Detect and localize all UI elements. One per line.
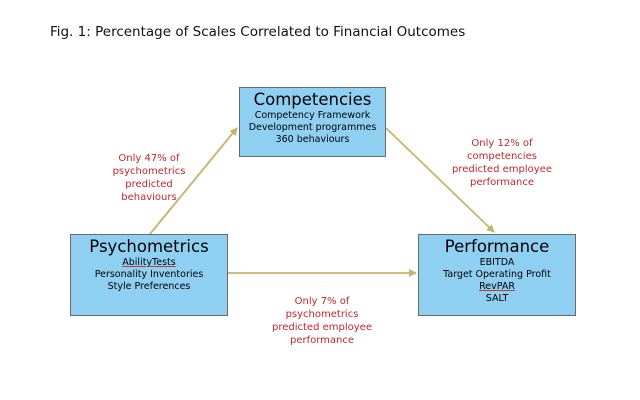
note-line: behaviours bbox=[121, 192, 177, 203]
psychometrics-line: AbilityTests bbox=[122, 257, 176, 268]
performance-node: Performance EBITDA Target Operating Prof… bbox=[418, 234, 576, 316]
note-line: Only 12% of bbox=[471, 138, 533, 149]
performance-title: Performance bbox=[444, 237, 550, 256]
psychometrics-node: Psychometrics AbilityTests Personality I… bbox=[70, 234, 228, 316]
note-line: performance bbox=[289, 335, 355, 346]
note-line: predicted bbox=[125, 179, 173, 190]
performance-line: SALT bbox=[485, 293, 509, 304]
note-line: Only 47% of bbox=[118, 153, 180, 164]
note-psychometrics-to-performance: Only 7% of psychometrics predicted emplo… bbox=[262, 295, 382, 347]
performance-line: EBITDA bbox=[479, 257, 515, 268]
note-line: predicted employee bbox=[272, 322, 372, 333]
arrow-psychometrics-to-competencies bbox=[149, 127, 238, 235]
psychometrics-title: Psychometrics bbox=[89, 237, 209, 256]
psychometrics-line: Personality Inventories bbox=[94, 269, 204, 280]
note-line: psychometrics bbox=[285, 309, 359, 320]
competencies-line: Competency Framework bbox=[254, 110, 371, 121]
arrow-competencies-to-performance bbox=[385, 127, 495, 233]
note-line: psychometrics bbox=[112, 166, 186, 177]
competencies-title: Competencies bbox=[253, 90, 372, 109]
figure-title: Fig. 1: Percentage of Scales Correlated … bbox=[50, 24, 466, 40]
note-line: performance bbox=[469, 177, 535, 188]
note-line: Only 7% of bbox=[294, 296, 350, 307]
competencies-node: Competencies Competency Framework Develo… bbox=[239, 87, 386, 157]
performance-line: RevPAR bbox=[479, 281, 515, 292]
note-line: predicted employee bbox=[452, 164, 552, 175]
competencies-line: Development programmes bbox=[248, 122, 377, 133]
performance-line: Target Operating Profit bbox=[443, 269, 551, 280]
competencies-line: 360 behaviours bbox=[275, 134, 350, 145]
note-psychometrics-to-competencies: Only 47% of psychometrics predicted beha… bbox=[94, 152, 204, 204]
psychometrics-line: Style Preferences bbox=[107, 281, 191, 292]
note-line: competencies bbox=[467, 151, 537, 162]
note-competencies-to-performance: Only 12% of competencies predicted emplo… bbox=[447, 137, 557, 189]
